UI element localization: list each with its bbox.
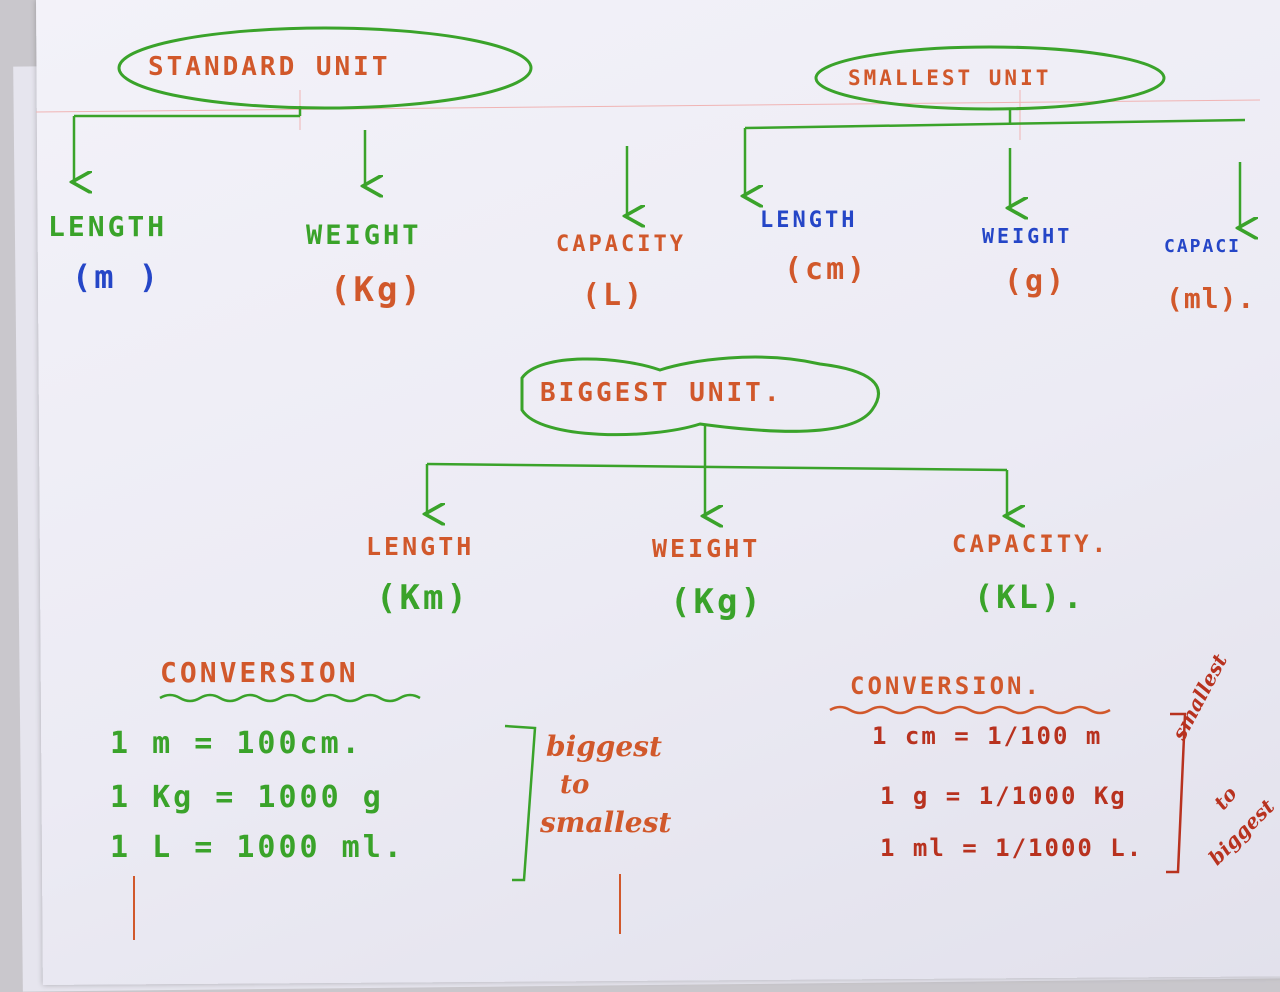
standard-capacity-unit: (L): [582, 278, 646, 313]
smallest-capacity-unit: (ml).: [1166, 282, 1256, 315]
left-conversion-underline: [159, 693, 421, 703]
standard-unit-bubble: [117, 26, 533, 110]
biggest-unit-label: BIGGEST UNIT.: [540, 378, 783, 408]
smallest-unit-label: SMALLEST UNIT: [848, 66, 1052, 90]
right-conversion-row: 1 cm = 1/100 m: [872, 722, 1103, 750]
biggest-branch: [426, 462, 1008, 472]
left-conversion-title: CONVERSION: [160, 656, 359, 689]
left-note-line: to: [560, 770, 590, 800]
smallest-length-label: LENGTH: [760, 208, 858, 233]
smallest-weight-label: WEIGHT: [982, 224, 1073, 248]
smallest-branch: [744, 118, 1246, 130]
right-conversion-underline: [829, 705, 1111, 715]
biggest-weight-label: WEIGHT: [652, 534, 761, 563]
smallest-unit-bubble: [814, 45, 1166, 111]
left-bracket: [504, 724, 537, 882]
right-bracket: [1166, 712, 1187, 874]
standard-length-unit: (m ): [72, 258, 162, 296]
left-note-line: smallest: [540, 806, 672, 839]
left-note-line: biggest: [546, 730, 662, 763]
left-conversion-row: 1 L = 1000 ml.: [110, 830, 405, 865]
margin-line: [35, 99, 1261, 113]
right-conversion-title: CONVERSION.: [850, 672, 1042, 700]
standard-unit-label: STANDARD UNIT: [148, 52, 391, 82]
standard-weight-unit: (Kg): [330, 270, 424, 310]
left-conversion-row: 1 Kg = 1000 g: [110, 780, 384, 815]
right-conversion-row: 1 g = 1/1000 Kg: [880, 782, 1127, 810]
biggest-capacity-label: CAPACITY.: [952, 530, 1110, 558]
standard-weight-label: WEIGHT: [306, 220, 422, 251]
biggest-capacity-unit: (KL).: [974, 578, 1086, 616]
smallest-length-unit: (cm): [784, 252, 869, 287]
biggest-unit-bubble: [520, 355, 880, 437]
biggest-length-label: LENGTH: [366, 532, 475, 561]
biggest-length-unit: (Km): [376, 578, 470, 618]
biggest-weight-unit: (Kg): [670, 582, 764, 622]
left-conversion-row: 1 m = 100cm.: [110, 726, 363, 761]
standard-length-label: LENGTH: [48, 210, 168, 243]
smallest-capacity-label: CAPACI: [1164, 236, 1242, 257]
right-conversion-row: 1 ml = 1/1000 L.: [880, 834, 1144, 862]
standard-capacity-label: CAPACITY: [556, 232, 686, 257]
smallest-weight-unit: (g): [1004, 264, 1068, 299]
